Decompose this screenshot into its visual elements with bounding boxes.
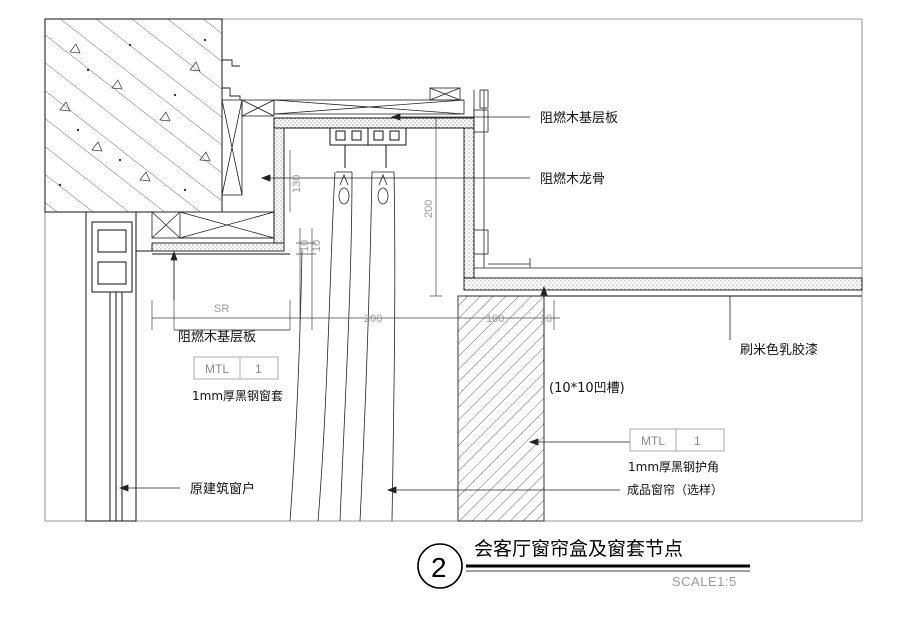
steel-frame-board [151, 242, 290, 255]
concrete-wall [44, 18, 223, 213]
dim-200-horizontal: 200 [364, 313, 382, 325]
dim-sr: SR [214, 303, 229, 315]
label-curtain: 成品窗帘（选样） [627, 482, 723, 497]
dim-200-vertical: 200 [423, 200, 435, 218]
label-steel-frame: 1mm厚黑钢窗套 [192, 389, 283, 403]
label-groove: (10*10凹槽) [549, 381, 625, 396]
mtl-tag-left: MTL [205, 362, 229, 376]
mtl-tag-boxes [193, 356, 725, 452]
label-fire-keel: 阻燃木龙骨 [540, 171, 605, 187]
dim-10-c: 10 [540, 313, 552, 325]
hatched-wall [457, 295, 545, 522]
curtain-tracks [329, 127, 407, 168]
title-text: 会客厅窗帘盒及窗套节点 [474, 538, 683, 560]
wall-edge [221, 59, 241, 212]
label-fire-board-bottom: 阻燃木基层板 [178, 329, 256, 345]
label-steel-corner: 1mm厚黑钢护角 [628, 460, 719, 474]
mtl-num-left: 1 [255, 362, 262, 376]
label-window: 原建筑窗户 [190, 481, 255, 497]
leader-lines [118, 113, 731, 494]
title-number: 2 [431, 552, 447, 583]
mtl-tag-right: MTL [641, 434, 665, 448]
title-scale: SCALE1:5 [672, 574, 737, 589]
curtain-fabric [289, 171, 396, 522]
ceiling-board [463, 277, 863, 297]
dim-130: 130 [291, 175, 303, 193]
window-profile [85, 211, 152, 522]
title-block: 2 会客厅窗帘盒及窗套节点 SCALE1:5 [417, 538, 750, 589]
dim-10-b: 10 [311, 240, 323, 252]
wood-keel-blocks [151, 87, 465, 239]
mtl-num-right: 1 [694, 434, 701, 448]
dim-100: 100 [486, 313, 504, 325]
label-paint: 刷米色乳胶漆 [740, 342, 818, 358]
dim-10-a: 10 [299, 240, 311, 252]
title-number-circle [417, 543, 463, 589]
curtain-box-frame [473, 89, 862, 278]
label-fire-board-top: 阻燃木基层板 [540, 110, 618, 126]
